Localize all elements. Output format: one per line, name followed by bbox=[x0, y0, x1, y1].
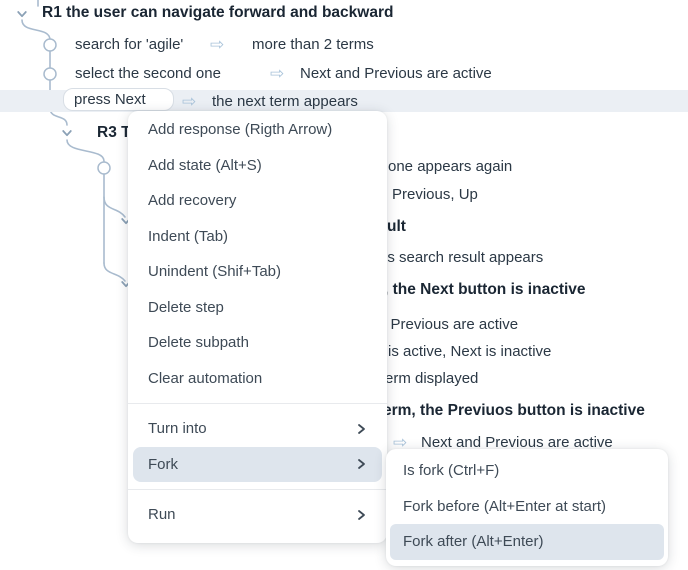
menu-item-turn-into[interactable]: Turn into bbox=[128, 411, 387, 447]
menu-item-unindent[interactable]: Unindent (Shif+Tab) bbox=[128, 254, 387, 290]
submenu-item-fork-before[interactable]: Fork before (Alt+Enter at start) bbox=[386, 489, 668, 525]
menu-item-add-recovery[interactable]: Add recovery bbox=[128, 183, 387, 219]
chevron-down-icon[interactable] bbox=[60, 126, 74, 140]
menu-item-label: Fork bbox=[148, 455, 178, 473]
menu-item-add-response[interactable]: Add response (Rigth Arrow) bbox=[128, 112, 387, 148]
menu-item-label: Add recovery bbox=[148, 192, 237, 210]
fork-submenu: Is fork (Ctrl+F) Fork before (Alt+Enter … bbox=[386, 449, 668, 566]
response-arrow-icon: ⇨ bbox=[210, 35, 225, 55]
step-node-circle[interactable] bbox=[43, 67, 57, 81]
occluded-row-text: d Previous are active bbox=[378, 316, 519, 333]
occluded-row-text: Next and Previous are active bbox=[421, 434, 613, 451]
response-label[interactable]: Next and Previous are active bbox=[300, 65, 492, 82]
occluded-row-text: , the Next button is inactive bbox=[384, 281, 586, 298]
menu-item-label: Clear automation bbox=[148, 369, 263, 387]
step-label[interactable]: search for 'agile' bbox=[75, 36, 184, 53]
menu-item-label: Run bbox=[148, 506, 176, 524]
menu-item-label: Fork before (Alt+Enter at start) bbox=[403, 497, 606, 515]
menu-item-label: Add response (Rigth Arrow) bbox=[148, 121, 333, 139]
menu-separator bbox=[128, 489, 387, 490]
context-menu: Add response (Rigth Arrow) Add state (Al… bbox=[128, 111, 387, 543]
requirement-heading-r3[interactable]: R3 T bbox=[97, 124, 131, 141]
response-label[interactable]: the next term appears bbox=[212, 93, 358, 110]
menu-item-label: Unindent (Shif+Tab) bbox=[148, 263, 281, 281]
response-label[interactable]: more than 2 terms bbox=[252, 36, 374, 53]
occluded-row-text: erm, the Previuos button is inactive bbox=[383, 402, 645, 419]
menu-separator bbox=[128, 403, 387, 404]
submenu-item-fork-after[interactable]: Fork after (Alt+Enter) bbox=[390, 524, 664, 560]
occluded-row-text: Previous, Up bbox=[392, 186, 478, 203]
chevron-right-icon bbox=[355, 423, 367, 435]
occluded-row-text: is search result appears bbox=[384, 249, 544, 266]
menu-item-delete-subpath[interactable]: Delete subpath bbox=[128, 325, 387, 361]
menu-item-fork[interactable]: Fork bbox=[133, 446, 382, 482]
occluded-row-text: erm displayed bbox=[385, 370, 479, 387]
occluded-row-text: one appears again bbox=[388, 158, 513, 175]
menu-item-indent[interactable]: Indent (Tab) bbox=[128, 219, 387, 255]
menu-item-label: Indent (Tab) bbox=[148, 227, 229, 245]
step-node-circle[interactable] bbox=[43, 38, 57, 52]
menu-item-delete-step[interactable]: Delete step bbox=[128, 290, 387, 326]
submenu-item-is-fork[interactable]: Is fork (Ctrl+F) bbox=[386, 453, 668, 489]
step-node-circle[interactable] bbox=[97, 161, 111, 175]
menu-item-run[interactable]: Run bbox=[128, 497, 387, 533]
menu-item-add-state[interactable]: Add state (Alt+S) bbox=[128, 148, 387, 184]
step-label[interactable]: select the second one bbox=[75, 65, 221, 82]
menu-item-label: Fork after (Alt+Enter) bbox=[403, 533, 544, 551]
occluded-row-text: is active, Next is inactive bbox=[388, 343, 552, 360]
response-arrow-icon: ⇨ bbox=[270, 64, 285, 84]
step-input-box[interactable]: press Next bbox=[63, 88, 174, 111]
menu-item-label: Is fork (Ctrl+F) bbox=[403, 462, 500, 480]
menu-item-label: Turn into bbox=[148, 420, 207, 438]
chevron-down-icon[interactable] bbox=[15, 7, 29, 21]
chevron-right-icon bbox=[355, 509, 367, 521]
menu-item-label: Delete subpath bbox=[148, 334, 249, 352]
menu-item-label: Delete step bbox=[148, 298, 224, 316]
requirement-heading-r1[interactable]: R1 the user can navigate forward and bac… bbox=[42, 4, 394, 21]
step-label: press Next bbox=[74, 91, 146, 108]
menu-item-clear-automation[interactable]: Clear automation bbox=[128, 361, 387, 397]
response-arrow-icon: ⇨ bbox=[393, 433, 408, 453]
chevron-right-icon bbox=[355, 458, 367, 470]
occluded-row-text: ult bbox=[387, 218, 406, 235]
response-arrow-icon: ⇨ bbox=[182, 92, 197, 112]
menu-item-label: Add state (Alt+S) bbox=[148, 156, 262, 174]
